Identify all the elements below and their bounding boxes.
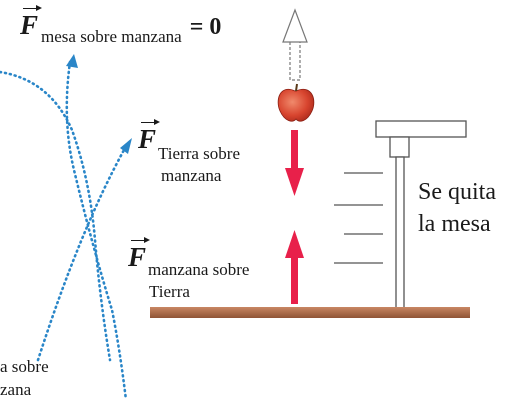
dotted-curve-left <box>0 70 112 362</box>
force-symbol: F <box>128 237 151 272</box>
ground <box>150 307 470 318</box>
table-motion-lines <box>334 172 383 264</box>
earth-on-apple-force-arrow <box>285 130 304 196</box>
zero-force-arrow <box>282 8 308 81</box>
dotted-arrow-to-mesa-label <box>65 60 128 402</box>
force-symbol: F <box>20 5 43 40</box>
table <box>375 120 467 310</box>
caption-line1: Se quita <box>418 179 496 205</box>
force-subscript-line2: manzana <box>161 166 222 185</box>
dotted-arrow-to-tierra-label <box>36 148 126 362</box>
dotted-arrowhead-mid <box>120 138 132 154</box>
cropped-label: a sobre zana <box>0 358 49 398</box>
cropped-label-line1: a sobre <box>0 357 49 376</box>
apple-icon <box>277 83 315 122</box>
force-earth-on-apple-label: F Tierra sobre manzana <box>138 119 240 184</box>
force-apple-on-earth-label: F manzana sobre Tierra <box>128 237 249 300</box>
force-symbol: F <box>138 119 161 154</box>
apple-on-earth-force-arrow <box>285 230 304 304</box>
force-subscript-line1: Tierra sobre <box>158 144 240 163</box>
caption-line2: la mesa <box>418 211 491 237</box>
cropped-label-line2: zana <box>0 380 32 399</box>
force-subscript-line1: manzana sobre <box>148 260 250 279</box>
force-subscript-line2: Tierra <box>149 282 190 301</box>
table-removed-caption: Se quita la mesa <box>418 180 496 236</box>
force-value: = 0 <box>189 14 222 40</box>
dotted-arrowhead-top <box>66 54 78 68</box>
force-subscript: mesa sobre manzana <box>41 27 182 46</box>
